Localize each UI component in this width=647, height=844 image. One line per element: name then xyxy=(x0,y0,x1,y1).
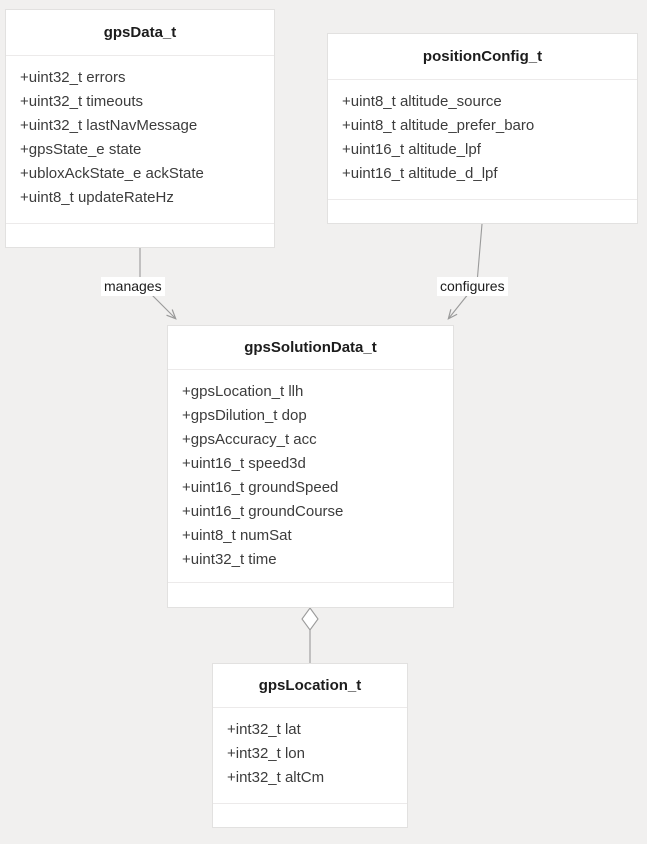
class-attribute: +gpsDilution_t dop xyxy=(182,406,307,424)
class-attribute: +uint32_t time xyxy=(182,550,277,568)
class-attribute: +uint16_t altitude_d_lpf xyxy=(342,164,498,182)
class-attributes: +uint32_t errors +uint32_t timeouts +uin… xyxy=(6,56,274,224)
class-attribute: +uint16_t altitude_lpf xyxy=(342,140,481,158)
aggregation-diamond-icon xyxy=(301,607,319,631)
class-methods xyxy=(328,200,637,223)
class-attribute: +uint32_t lastNavMessage xyxy=(20,116,198,134)
class-attributes: +gpsLocation_t llh +gpsDilution_t dop +g… xyxy=(168,370,453,583)
class-attribute: +gpsLocation_t llh xyxy=(182,382,304,400)
class-attribute: +int32_t lat xyxy=(227,720,301,738)
class-attribute: +uint8_t updateRateHz xyxy=(20,188,174,206)
class-attribute: +uint8_t numSat xyxy=(182,526,292,544)
uml-class-gpssolutiondata-t[interactable]: gpsSolutionData_t +gpsLocation_t llh +gp… xyxy=(167,325,454,608)
class-attribute: +uint32_t errors xyxy=(20,68,126,86)
class-methods xyxy=(213,804,407,827)
class-attributes: +int32_t lat +int32_t lon +int32_t altCm xyxy=(213,708,407,804)
edge-label-configures: configures xyxy=(437,277,508,296)
class-methods xyxy=(168,583,453,607)
uml-class-gpslocation-t[interactable]: gpsLocation_t +int32_t lat +int32_t lon … xyxy=(212,663,408,828)
uml-class-positionconfig-t[interactable]: positionConfig_t +uint8_t altitude_sourc… xyxy=(327,33,638,224)
edge-label-manages: manages xyxy=(101,277,165,296)
class-attribute: +uint8_t altitude_source xyxy=(342,92,502,110)
class-title: gpsSolutionData_t xyxy=(168,326,453,370)
class-attribute: +uint16_t groundSpeed xyxy=(182,478,339,496)
class-attribute: +uint32_t timeouts xyxy=(20,92,143,110)
class-attribute: +ubloxAckState_e ackState xyxy=(20,164,204,182)
uml-class-gpsdata-t[interactable]: gpsData_t +uint32_t errors +uint32_t tim… xyxy=(5,9,275,248)
class-title: gpsData_t xyxy=(6,10,274,56)
class-attributes: +uint8_t altitude_source +uint8_t altitu… xyxy=(328,80,637,200)
class-attribute: +uint8_t altitude_prefer_baro xyxy=(342,116,535,134)
class-attribute: +int32_t altCm xyxy=(227,768,325,786)
class-methods xyxy=(6,224,274,247)
class-title: positionConfig_t xyxy=(328,34,637,80)
class-attribute: +uint16_t groundCourse xyxy=(182,502,344,520)
class-attribute: +gpsState_e state xyxy=(20,140,142,158)
class-title: gpsLocation_t xyxy=(213,664,407,708)
connector-configures xyxy=(447,223,483,320)
class-attribute: +gpsAccuracy_t acc xyxy=(182,430,317,448)
class-attribute: +int32_t lon xyxy=(227,744,305,762)
class-attribute: +uint16_t speed3d xyxy=(182,454,306,472)
